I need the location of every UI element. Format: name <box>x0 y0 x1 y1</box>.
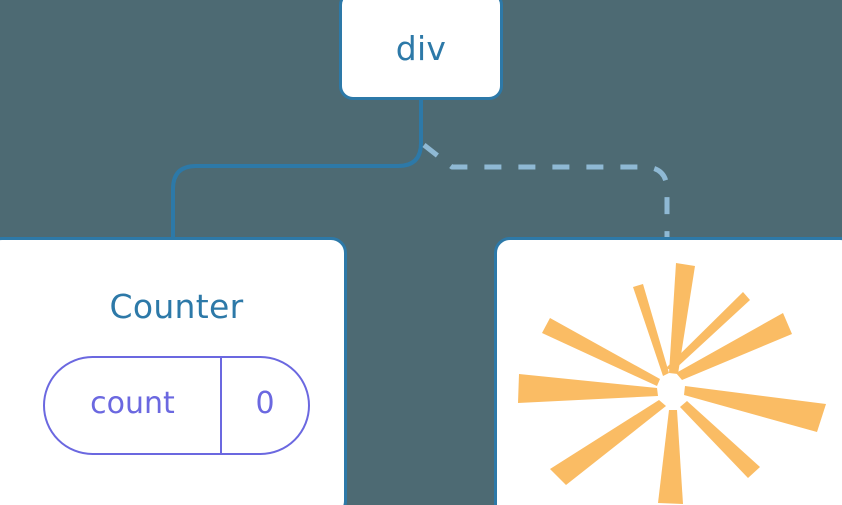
node-div-label: div <box>395 29 447 68</box>
burst-ray <box>518 374 658 403</box>
node-counter[interactable]: Counter count 0 <box>0 237 347 505</box>
burst-ray <box>658 410 683 504</box>
prop-value-label: 0 <box>255 386 275 421</box>
prop-divider <box>220 358 222 453</box>
burst-ray <box>680 401 760 478</box>
burst-ray <box>542 318 660 386</box>
prop-pill-count[interactable]: count 0 <box>43 356 310 455</box>
burst-ray <box>669 263 695 374</box>
edge-div-to-counter <box>171 98 423 240</box>
node-counter-label: Counter <box>109 287 244 326</box>
sparkle-burst-icon <box>497 240 842 505</box>
node-div[interactable]: div <box>339 0 503 100</box>
burst-ray <box>676 313 792 380</box>
edge-div-to-render <box>422 143 670 238</box>
node-counter-content: Counter count 0 <box>3 240 350 503</box>
prop-name-label: count <box>90 386 175 421</box>
burst-ray <box>684 386 826 432</box>
burst-ray <box>633 284 669 376</box>
burst-ray <box>550 400 666 485</box>
burst-ray <box>666 292 750 371</box>
node-render[interactable] <box>494 237 842 505</box>
